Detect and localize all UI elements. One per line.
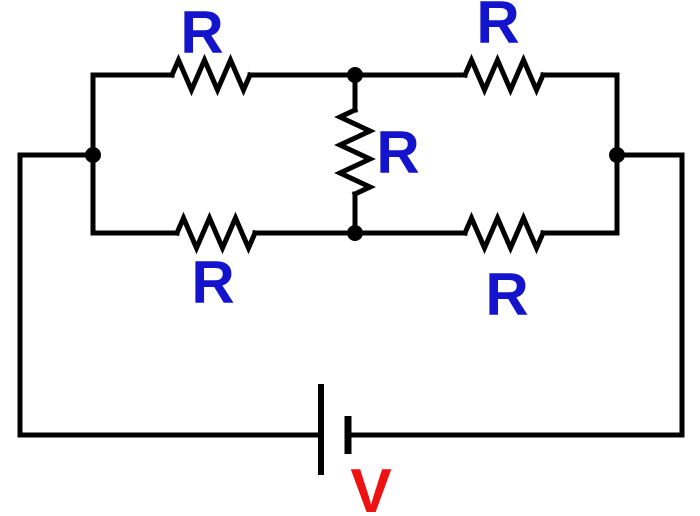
resistor-top-right-zigzag xyxy=(461,53,547,97)
resistor-label-bottom-left: R xyxy=(191,249,234,316)
resistor-middle-zigzag xyxy=(334,106,376,198)
resistor-bottom-left-zigzag xyxy=(173,211,259,255)
junction-dot-bottom-middle xyxy=(347,225,363,241)
resistor-top-left-zigzag xyxy=(168,53,254,97)
junction-dot-right xyxy=(609,147,625,163)
battery-symbol xyxy=(318,384,352,475)
resistor-label-top-right: R xyxy=(476,0,519,56)
resistor-label-bottom-right: R xyxy=(485,261,528,328)
junction-dot-left xyxy=(85,147,101,163)
junction-dot-top-middle xyxy=(347,67,363,83)
resistor-label-top-left: R xyxy=(180,0,223,66)
resistor-label-middle: R xyxy=(376,119,419,186)
resistor-bottom-right-zigzag xyxy=(461,211,547,255)
battery-label: V xyxy=(350,457,391,516)
